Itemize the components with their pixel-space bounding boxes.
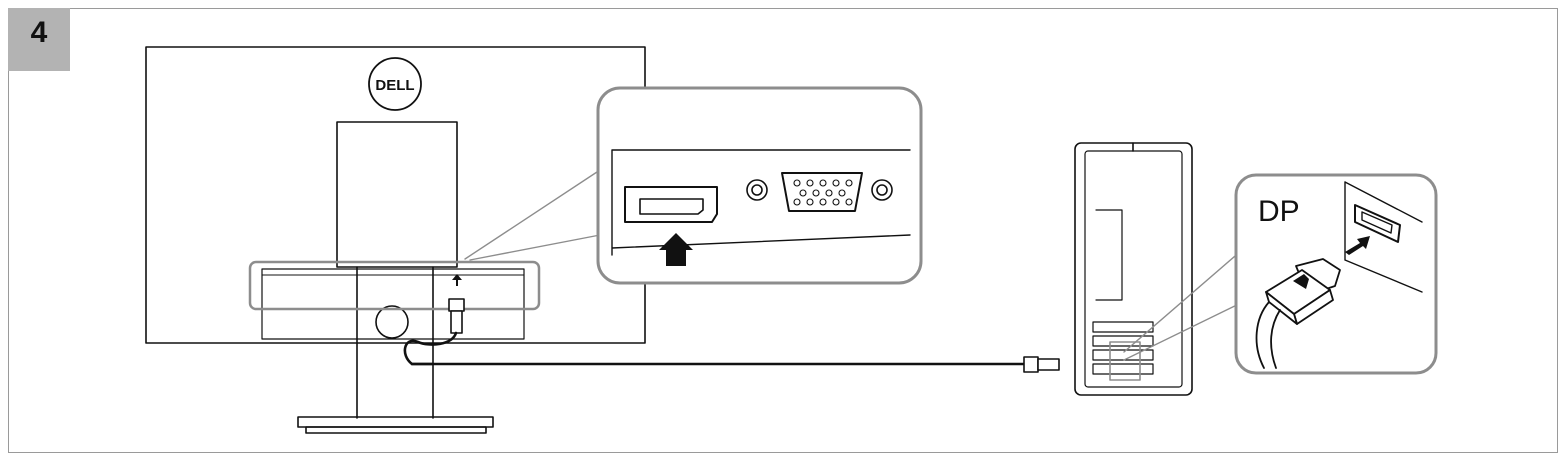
displayport-cable bbox=[403, 331, 1026, 366]
up-arrow-icon-small bbox=[452, 274, 462, 286]
step-number: 4 bbox=[30, 16, 48, 49]
dell-logo-text: DELL bbox=[375, 77, 414, 94]
displayport-plug-icon bbox=[1255, 258, 1341, 369]
computer-port-callout: DP bbox=[1234, 173, 1438, 375]
dell-logo: DELL bbox=[368, 57, 422, 111]
displayport-plug-end bbox=[1023, 356, 1039, 373]
port-highlight bbox=[248, 260, 541, 311]
port-panel bbox=[261, 268, 525, 340]
stand-base-foot bbox=[305, 426, 487, 434]
displayport-port-icon bbox=[624, 186, 718, 223]
up-arrow-icon bbox=[659, 233, 693, 266]
tower-ports bbox=[1092, 321, 1154, 375]
vga-port-icon bbox=[746, 172, 893, 212]
displayport-plug-small bbox=[448, 298, 465, 312]
monitor-port-callout bbox=[596, 86, 923, 285]
computer-tower bbox=[1023, 142, 1248, 396]
callout-lines-monitor bbox=[464, 169, 601, 261]
dp-port-label: DP bbox=[1258, 195, 1300, 228]
monitor-rear bbox=[145, 46, 1026, 434]
stand-column bbox=[356, 266, 434, 419]
stand-neck bbox=[336, 121, 458, 268]
stand-base bbox=[297, 416, 494, 428]
step-badge: 4 bbox=[8, 8, 70, 71]
callout-lines-tower bbox=[1123, 249, 1248, 361]
cable-hole bbox=[375, 305, 409, 339]
insert-arrow-icon bbox=[1345, 236, 1370, 255]
